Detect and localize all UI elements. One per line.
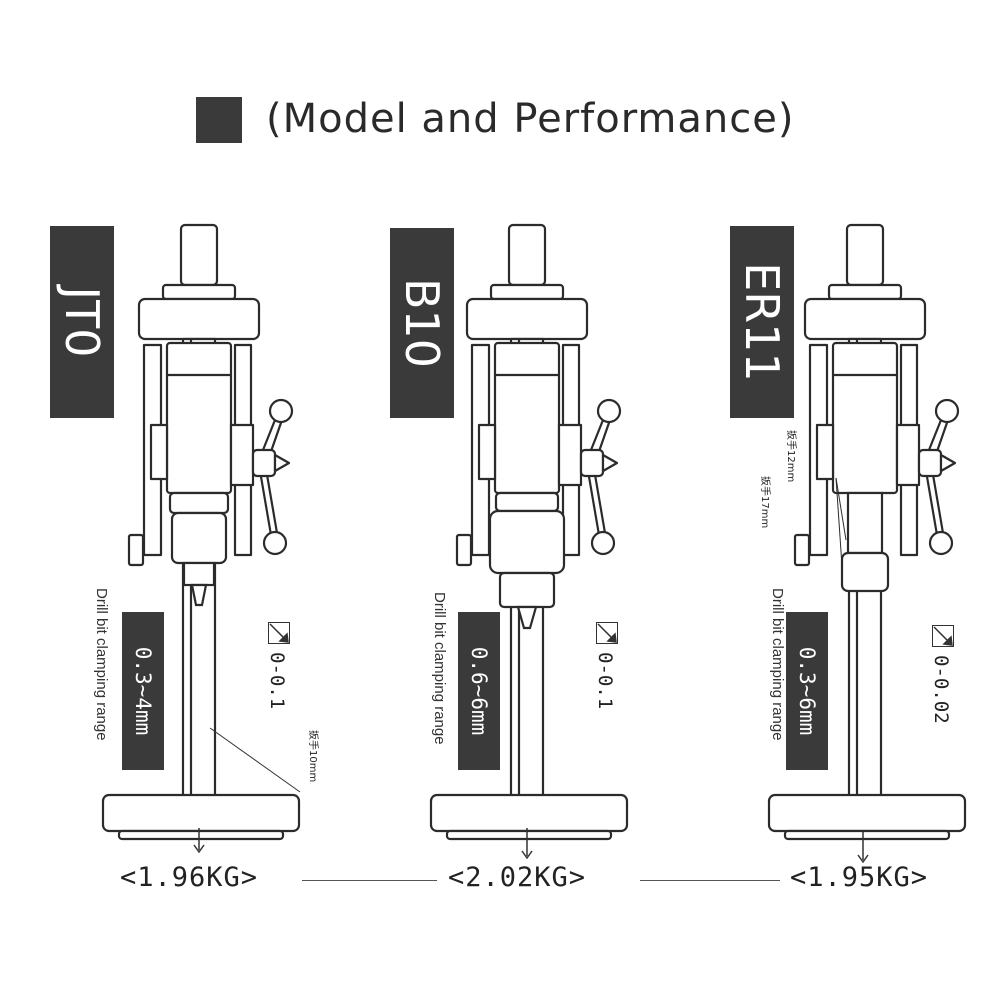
weight-jt0: <1.96KG> [120, 862, 259, 893]
runout-gauge-icon [932, 625, 954, 647]
page-header: (Model and Performance) [0, 88, 1000, 158]
runout-gauge-icon [596, 622, 618, 644]
divider-line [640, 880, 780, 881]
weight-b10: <2.02KG> [448, 862, 587, 893]
weight-er11: <1.95KG> [790, 862, 929, 893]
model-tag-b10: B10 [390, 228, 454, 418]
model-name: B10 [395, 277, 449, 369]
model-name: ER11 [735, 262, 789, 382]
divider-line [302, 880, 437, 881]
header-square-icon [196, 97, 242, 143]
runout-gauge-icon [268, 622, 290, 644]
model-tag-er11: ER11 [730, 226, 794, 418]
clamping-range-jt0: 0.3~4mm [122, 612, 164, 770]
runout-gauge-icon [269, 623, 953, 646]
down-arrow-icon [193, 828, 869, 864]
clamping-range-er11: 0.3~6mm [786, 612, 828, 770]
model-name: JT0 [55, 286, 109, 358]
page-title: (Model and Performance) [266, 96, 795, 142]
clamping-range-b10: 0.6~6mm [458, 612, 500, 770]
model-tag-jt0: JT0 [50, 226, 114, 418]
